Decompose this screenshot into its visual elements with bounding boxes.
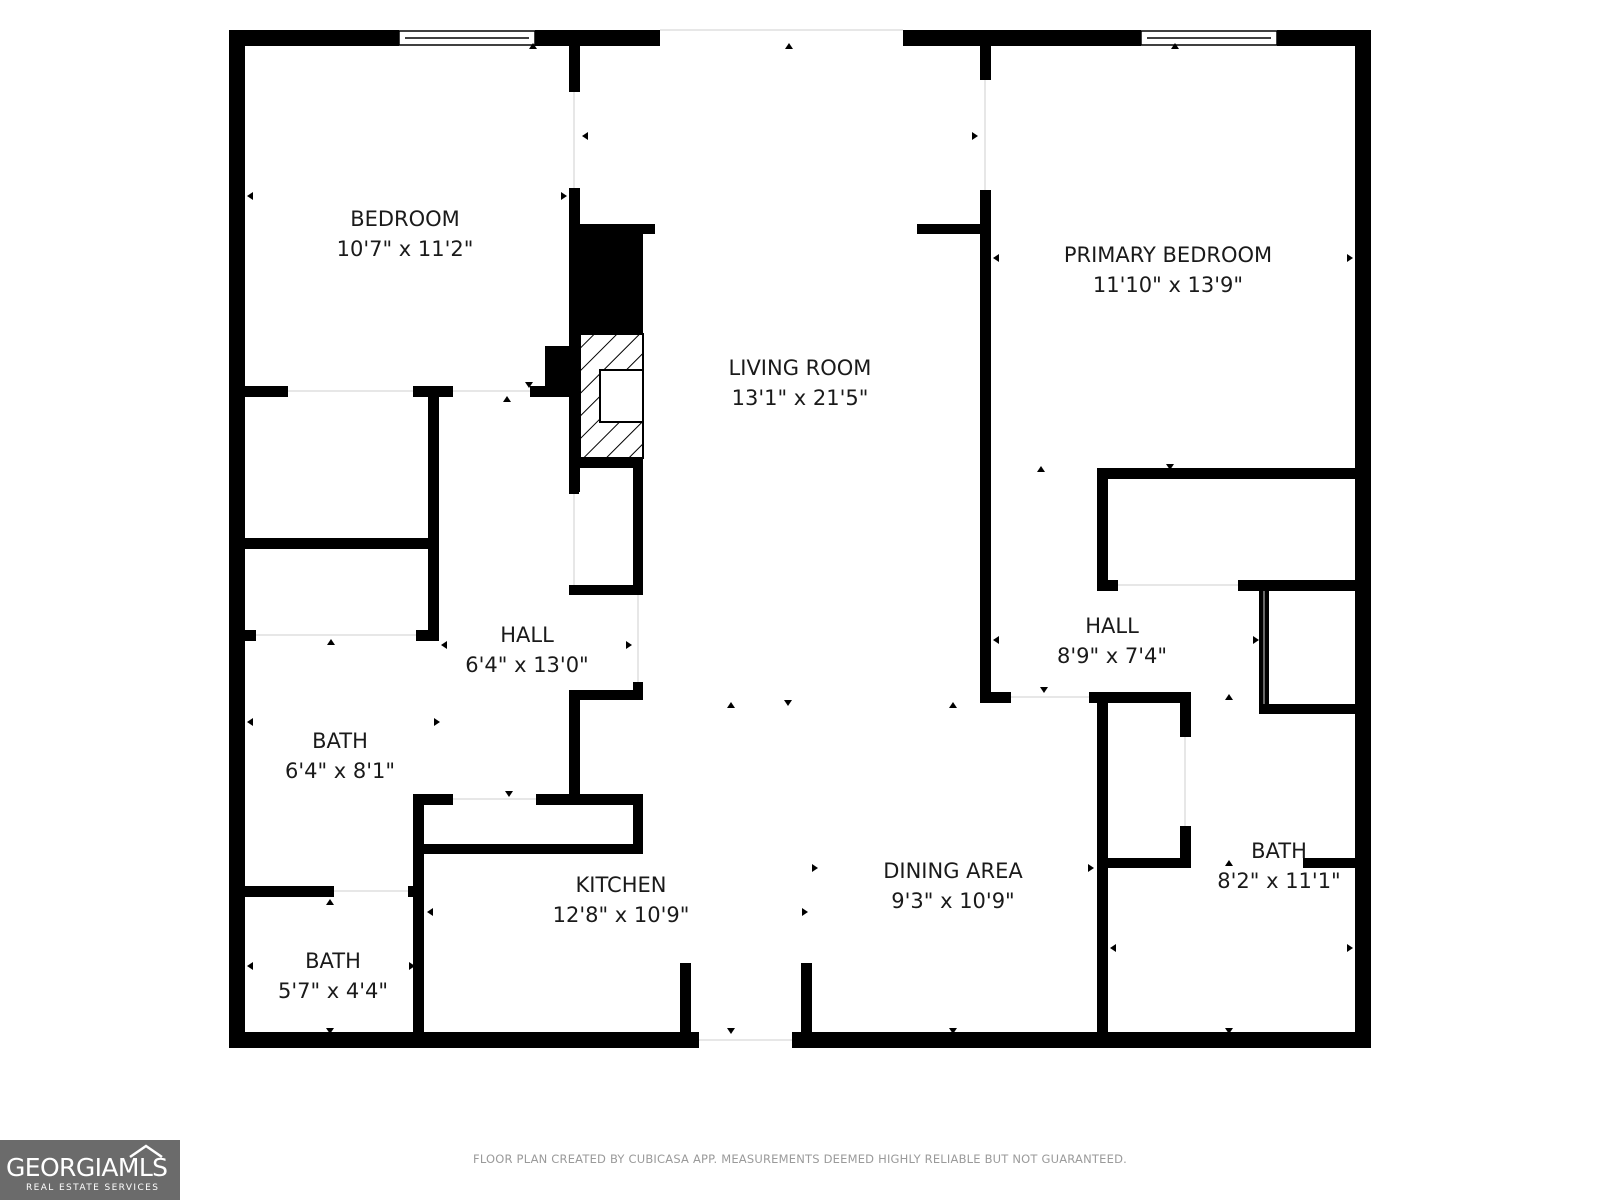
room-dimensions: 12'8" x 10'9" bbox=[553, 903, 690, 927]
room-label-kitchen: KITCHEN 12'8" x 10'9" bbox=[553, 873, 690, 927]
windows bbox=[398, 29, 1278, 1041]
room-name: BATH bbox=[305, 949, 361, 973]
logo-tagline: REAL ESTATE SERVICES bbox=[26, 1183, 160, 1193]
georgia-mls-logo: GEORGIAMLS REAL ESTATE SERVICES bbox=[0, 1140, 180, 1200]
room-label-hall-right: HALL 8'9" x 7'4" bbox=[1057, 614, 1167, 668]
room-dimensions: 6'4" x 8'1" bbox=[285, 759, 395, 783]
room-name: DINING AREA bbox=[883, 859, 1023, 883]
room-dimensions: 9'3" x 10'9" bbox=[891, 889, 1014, 913]
room-name: HALL bbox=[500, 623, 554, 647]
logo-brand: GEORGIAMLS bbox=[6, 1153, 168, 1182]
measurement-markers bbox=[247, 43, 1353, 1034]
room-dimensions: 8'9" x 7'4" bbox=[1057, 644, 1167, 668]
room-dimensions: 8'2" x 11'1" bbox=[1217, 869, 1340, 893]
room-name: LIVING ROOM bbox=[729, 356, 872, 380]
exterior-walls bbox=[229, 30, 1371, 1048]
disclaimer-note: FLOOR PLAN CREATED BY CUBICASA APP. MEAS… bbox=[473, 1152, 1127, 1166]
room-name: BEDROOM bbox=[350, 207, 460, 231]
room-label-living-room: LIVING ROOM 13'1" x 21'5" bbox=[729, 356, 872, 410]
room-dimensions: 11'10" x 13'9" bbox=[1093, 273, 1243, 297]
room-name: BATH bbox=[1251, 839, 1307, 863]
room-name: HALL bbox=[1085, 614, 1139, 638]
room-label-dining-area: DINING AREA 9'3" x 10'9" bbox=[883, 859, 1023, 913]
room-label-bath-small: BATH 5'7" x 4'4" bbox=[278, 949, 388, 1003]
room-name: BATH bbox=[312, 729, 368, 753]
room-label-bedroom: BEDROOM 10'7" x 11'2" bbox=[337, 207, 474, 261]
room-label-primary-bedroom: PRIMARY BEDROOM 11'10" x 13'9" bbox=[1064, 243, 1272, 297]
room-label-bath-right: BATH 8'2" x 11'1" bbox=[1217, 839, 1340, 893]
door-openings bbox=[256, 80, 1265, 892]
room-label-bath-left: BATH 6'4" x 8'1" bbox=[285, 729, 395, 783]
interior-walls bbox=[229, 44, 1371, 1041]
room-dimensions: 5'7" x 4'4" bbox=[278, 979, 388, 1003]
room-name: KITCHEN bbox=[576, 873, 667, 897]
room-label-hall-left: HALL 6'4" x 13'0" bbox=[465, 623, 588, 677]
house-roof-icon bbox=[129, 1144, 163, 1158]
room-name: PRIMARY BEDROOM bbox=[1064, 243, 1272, 267]
room-dimensions: 13'1" x 21'5" bbox=[732, 386, 869, 410]
room-dimensions: 10'7" x 11'2" bbox=[337, 237, 474, 261]
room-dimensions: 6'4" x 13'0" bbox=[465, 653, 588, 677]
